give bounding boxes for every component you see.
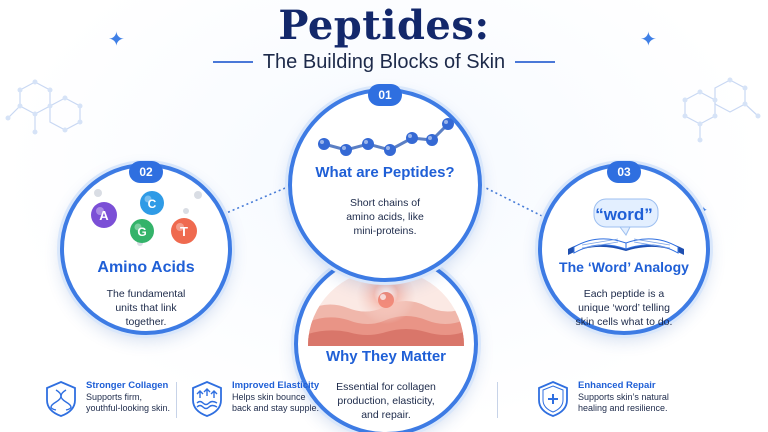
why-they-matter-title: Why They Matter (325, 348, 446, 365)
feature-enhanced-repair: Enhanced Repair Supports skin’s natural … (536, 380, 669, 418)
feature-divider (497, 382, 498, 418)
desc-line: Essential for collagen (336, 381, 436, 393)
feature-desc-line: Supports firm, (86, 392, 143, 402)
molecule-decoration-left (5, 79, 83, 135)
sphere-c (140, 191, 164, 215)
feature-desc-line: Supports skin’s natural (578, 392, 669, 402)
step-badge: 01 (368, 84, 402, 106)
amino-acids-card: 02 A C G T Amino Acids The fundamental u… (60, 161, 232, 335)
word-analogy-title: The ‘Word’ Analogy (559, 259, 689, 275)
feature-title: Improved Elasticity (232, 380, 320, 391)
desc-line: together. (125, 316, 167, 328)
desc-line: The fundamental (106, 288, 186, 300)
amino-acid-spheres-illustration: A C G T (91, 189, 202, 246)
page-title: Peptides: (278, 2, 490, 49)
desc-line: production, elasticity, (337, 395, 435, 407)
what-are-peptides-title: What are Peptides? (315, 164, 455, 181)
feature-title: Stronger Collagen (86, 380, 169, 391)
repair-shield-icon (538, 381, 568, 417)
desc-line: Short chains of (349, 197, 421, 209)
peptide-chain-illustration (318, 118, 454, 156)
amino-acids-description: The fundamental units that link together… (64, 287, 228, 329)
sphere-t (171, 218, 197, 244)
sphere-c-label: C (148, 197, 157, 211)
sphere-g-label: G (137, 225, 146, 239)
sphere-a (91, 202, 117, 228)
sparkle-icon: ✦ (700, 205, 708, 215)
what-are-peptides-description: Short chains of amino acids, like mini-p… (292, 196, 478, 238)
desc-line: and repair. (361, 409, 411, 421)
desc-line: amino acids, like (346, 211, 424, 223)
molecule-decoration-right (682, 77, 761, 143)
sphere-t-label: T (180, 224, 188, 239)
feature-desc-line: Helps skin bounce (232, 392, 306, 402)
desc-line: skin cells what to do. (575, 316, 673, 328)
open-book-icon (568, 198, 684, 255)
amino-acids-title: Amino Acids (97, 259, 195, 276)
word-analogy-description: Each peptide is a unique ‘word’ telling … (542, 287, 706, 329)
word-speech-bubble: “word” (595, 205, 653, 224)
elasticity-shield-icon (192, 381, 222, 417)
word-analogy-card: 03 “word” The ‘Word’ Analogy Each peptid… (538, 161, 710, 335)
sphere-a-label: A (99, 208, 109, 223)
subtitle-row: The Building Blocks of Skin (0, 50, 768, 74)
desc-line: mini-proteins. (353, 225, 417, 237)
feature-divider (176, 382, 177, 418)
page-subtitle: The Building Blocks of Skin (262, 50, 506, 73)
feature-desc-line: youthful-looking skin. (86, 403, 171, 413)
what-are-peptides-card: 01 What are Peptides? Short chains of am… (288, 84, 482, 282)
desc-line: unique ‘word’ telling (578, 302, 670, 314)
subtitle-divider-right (515, 61, 556, 63)
sphere-g (130, 219, 154, 243)
sparkle-icon: ✦ (640, 29, 657, 51)
feature-desc-line: back and stay supple. (232, 403, 320, 413)
subtitle-divider-left (212, 61, 253, 63)
feature-stronger-collagen: Stronger Collagen Supports firm, youthfu… (44, 380, 170, 418)
feature-title: Enhanced Repair (578, 380, 656, 391)
why-they-matter-description: Essential for collagen production, elast… (298, 380, 474, 422)
desc-line: units that link (115, 302, 177, 314)
feature-desc-line: healing and resilience. (578, 403, 668, 413)
feature-improved-elasticity: Improved Elasticity Helps skin bounce ba… (190, 380, 319, 418)
dna-shield-icon (46, 381, 76, 417)
sparkle-icon: ✦ (108, 29, 125, 51)
step-badge: 02 (129, 161, 163, 183)
desc-line: Each peptide is a (583, 288, 665, 300)
step-badge: 03 (607, 161, 641, 183)
